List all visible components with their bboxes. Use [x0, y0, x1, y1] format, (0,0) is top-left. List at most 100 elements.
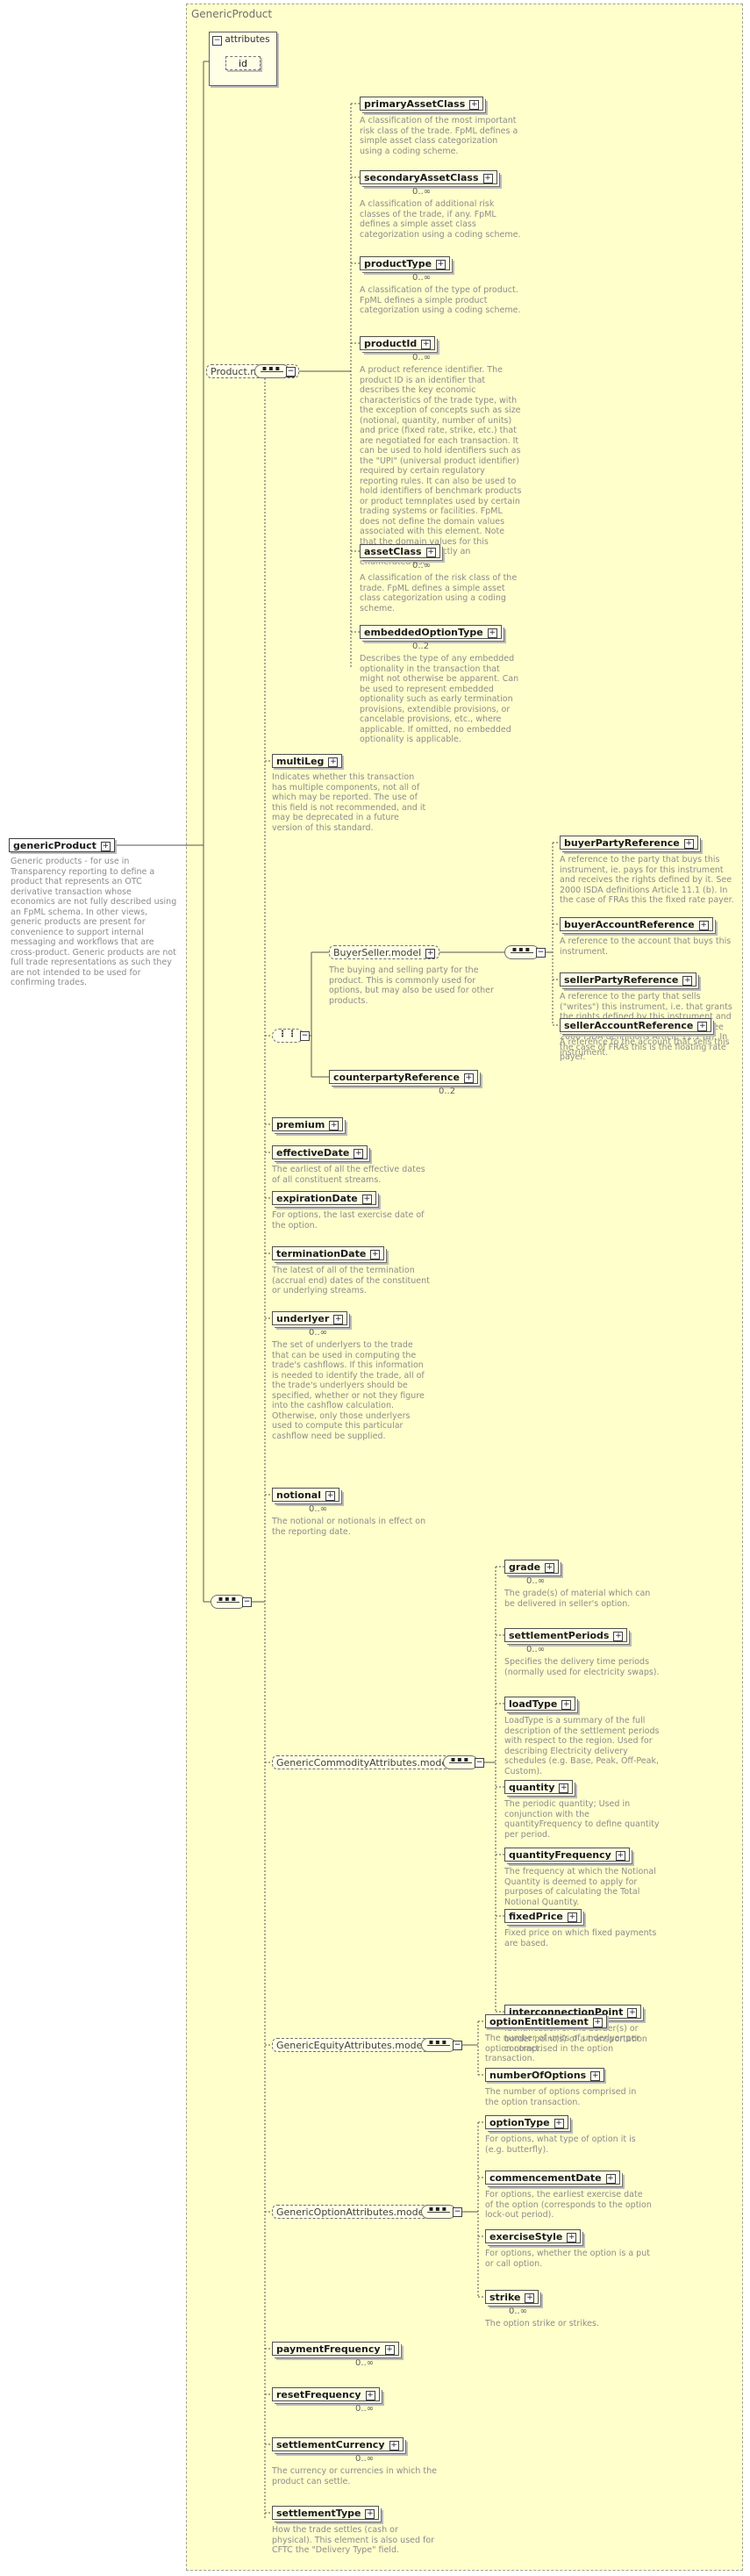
id-attribute[interactable]: id [225, 56, 261, 70]
expand-icon[interactable]: + [361, 1194, 372, 1204]
expand-icon[interactable]: + [605, 2173, 616, 2184]
expand-icon[interactable]: + [425, 948, 436, 958]
equity-item[interactable]: numberOfOptions+ [485, 2068, 605, 2082]
collapse-icon[interactable]: − [300, 1031, 310, 1041]
buyer-seller-item[interactable]: sellerAccountReference+ [560, 1018, 712, 1032]
commodity-item[interactable]: grade+ [504, 1560, 560, 1574]
expand-icon[interactable]: + [561, 1699, 572, 1710]
tail-item[interactable]: settlementType+ [272, 2506, 380, 2520]
sequence-item[interactable]: terminationDate+ [272, 1246, 385, 1260]
element-label: sellerPartyReference [564, 974, 679, 986]
commodity-attributes-group[interactable]: GenericCommodityAttributes.model+ [272, 1755, 469, 1769]
product-model-item[interactable]: secondaryAssetClass+ [360, 170, 497, 184]
sequence-dots: ▪▪▪ [450, 1755, 471, 1763]
expand-icon[interactable]: + [333, 1314, 344, 1324]
sequence-item[interactable]: expirationDate+ [272, 1191, 376, 1205]
expand-icon[interactable]: + [554, 2118, 564, 2128]
expand-icon[interactable]: + [384, 2344, 395, 2355]
expand-icon[interactable]: + [525, 2293, 535, 2303]
option-attributes-group[interactable]: GenericOptionAttributes.model+ [272, 2205, 446, 2219]
element-description: A classification of the risk class of th… [360, 573, 518, 614]
expand-icon[interactable]: + [559, 1783, 569, 1793]
expand-icon[interactable]: + [389, 2440, 399, 2450]
buyer-seller-item[interactable]: buyerPartyReference+ [560, 836, 698, 850]
commodity-item[interactable]: quantityFrequency + [504, 1848, 630, 1862]
counterparty-reference[interactable]: counterpartyReference+ [329, 1070, 478, 1084]
expand-icon[interactable]: + [421, 339, 432, 349]
element-label: quantityFrequency [509, 1849, 611, 1861]
expand-icon[interactable]: + [436, 259, 446, 269]
element-label: multiLeg [276, 756, 325, 767]
product-model-item[interactable]: primaryAssetClass+ [360, 97, 484, 111]
expand-icon[interactable]: + [100, 841, 111, 851]
option-item[interactable]: strike+ [485, 2290, 539, 2304]
expand-icon[interactable]: + [698, 920, 709, 930]
tail-item[interactable]: resetFrequency+ [272, 2387, 380, 2401]
collapse-icon[interactable]: − [286, 367, 296, 377]
collapse-icon[interactable]: − [475, 1758, 484, 1768]
sequence-item[interactable]: notional+ [272, 1488, 339, 1502]
choice-compositor: ⋮⋮ [272, 1029, 304, 1043]
expand-icon[interactable]: + [627, 2007, 638, 2018]
collapse-icon[interactable]: − [242, 1597, 252, 1607]
expand-icon[interactable]: + [683, 838, 694, 849]
element-label: GenericCommodityAttributes.model [276, 1757, 451, 1769]
expand-icon[interactable]: + [482, 173, 493, 183]
expand-icon[interactable]: + [325, 1490, 335, 1501]
commodity-item[interactable]: loadType+ [504, 1697, 576, 1711]
expand-icon[interactable]: + [545, 1562, 555, 1573]
tail-item[interactable]: settlementCurrency+ [272, 2437, 404, 2451]
expand-icon[interactable]: + [613, 1631, 624, 1641]
sequence-item[interactable]: premium+ [272, 1117, 344, 1131]
sequence-dots: ▪▪▪ [428, 2205, 449, 2213]
commodity-item[interactable]: settlementPeriods+ [504, 1628, 628, 1642]
expand-icon[interactable]: + [354, 1148, 364, 1159]
expand-icon[interactable]: + [487, 628, 497, 638]
option-item[interactable]: commencementDate+ [485, 2171, 620, 2185]
element-label: optionType [489, 2117, 550, 2128]
element-label: paymentFrequency [276, 2343, 381, 2355]
product-model-item[interactable]: productType+ [360, 256, 451, 270]
element-description: A reference to the account that sells th… [560, 1037, 730, 1058]
expand-icon[interactable]: + [425, 547, 436, 557]
expand-icon[interactable]: + [590, 2070, 601, 2081]
expand-icon[interactable]: + [370, 1249, 381, 1259]
expand-icon[interactable]: + [365, 2390, 375, 2400]
root-element[interactable]: genericProduct+ [9, 838, 115, 852]
equity-attributes-group[interactable]: GenericEquityAttributes.model+ [272, 2038, 444, 2052]
product-model-item[interactable]: assetClass+ [360, 544, 440, 558]
expand-icon[interactable]: + [567, 1912, 577, 1922]
option-item[interactable]: exerciseStyle+ [485, 2229, 582, 2243]
expand-icon[interactable]: + [329, 1120, 339, 1130]
buyer-seller-item[interactable]: sellerPartyReference+ [560, 972, 697, 987]
sequence-item[interactable]: effectiveDate + [272, 1145, 368, 1159]
commodity-item[interactable]: fixedPrice+ [504, 1909, 582, 1923]
expand-icon[interactable]: + [697, 1021, 708, 1031]
element-description: For options, whether the option is a put… [485, 2249, 650, 2269]
expand-icon[interactable]: + [592, 2017, 603, 2027]
expand-icon[interactable]: + [463, 1073, 474, 1083]
commodity-item[interactable]: quantity+ [504, 1780, 574, 1794]
collapse-icon[interactable]: − [453, 2207, 462, 2217]
equity-item[interactable]: optionEntitlement+ [485, 2014, 607, 2028]
expand-icon[interactable]: + [567, 2232, 577, 2242]
tail-item[interactable]: paymentFrequency+ [272, 2342, 399, 2356]
element-label: effectiveDate [276, 1147, 350, 1159]
collapse-icon[interactable]: − [453, 2041, 462, 2050]
collapse-icon[interactable]: − [536, 948, 546, 958]
sequence-item[interactable]: underlyer+ [272, 1311, 348, 1325]
expand-icon[interactable]: + [682, 975, 693, 986]
expand-icon[interactable]: + [615, 1850, 625, 1861]
expand-icon[interactable]: + [328, 757, 339, 767]
multileg-element[interactable]: multiLeg+ [272, 754, 343, 768]
option-item[interactable]: optionType + [485, 2115, 568, 2129]
product-model-item[interactable]: productId+ [360, 336, 436, 350]
sequence-dots: ▪▪▪ [261, 364, 282, 372]
collapse-icon[interactable]: − [212, 36, 222, 46]
expand-icon[interactable]: + [365, 2508, 375, 2519]
buyer-seller-item[interactable]: buyerAccountReference+ [560, 917, 713, 931]
element-description: For options, what type of option it is (… [485, 2135, 636, 2155]
buyer-seller-group[interactable]: BuyerSeller.model+ [329, 945, 440, 959]
expand-icon[interactable]: + [469, 99, 480, 110]
product-model-item[interactable]: embeddedOptionType+ [360, 625, 502, 639]
